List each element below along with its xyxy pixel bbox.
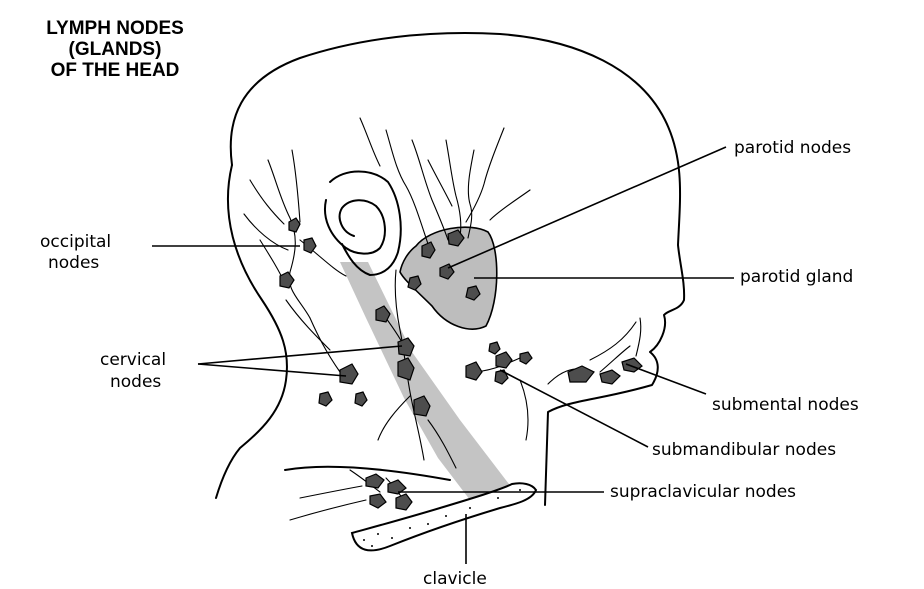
cervical-node bbox=[319, 392, 332, 406]
cervical-node bbox=[398, 338, 414, 356]
supraclavicular-node bbox=[366, 474, 384, 488]
submandibular-node-group bbox=[466, 342, 532, 384]
occipital-node-group bbox=[280, 218, 316, 288]
submandibular-node bbox=[496, 352, 512, 368]
label-cervical-line1: cervical bbox=[100, 350, 166, 370]
supraclavicular-node bbox=[396, 494, 412, 510]
cervical-nodes-leader-lower bbox=[198, 364, 346, 376]
label-occipital-line2: nodes bbox=[48, 253, 99, 273]
label-clavicle: clavicle bbox=[423, 569, 487, 589]
submandibular-node bbox=[466, 362, 482, 380]
occipital-node bbox=[304, 238, 316, 253]
submental-node bbox=[622, 358, 642, 372]
label-occipital-line1: occipital bbox=[40, 232, 111, 252]
submandibular-node bbox=[489, 342, 500, 354]
back-of-neck-outline bbox=[216, 165, 287, 498]
cervical-nodes-leader-upper bbox=[198, 346, 402, 364]
label-parotid-gland: parotid gland bbox=[740, 267, 853, 287]
cervical-node bbox=[340, 364, 358, 384]
occipital-node bbox=[280, 272, 294, 288]
submental-node bbox=[600, 370, 620, 384]
supraclavicular-node bbox=[370, 494, 386, 508]
submandibular-node bbox=[520, 352, 532, 364]
label-cervical-line2: nodes bbox=[110, 372, 161, 392]
label-submandibular-nodes: submandibular nodes bbox=[652, 440, 836, 460]
label-parotid-nodes: parotid nodes bbox=[734, 138, 851, 158]
label-submental-nodes: submental nodes bbox=[712, 395, 859, 415]
submandibular-node bbox=[495, 370, 508, 384]
submental-node bbox=[568, 366, 594, 382]
label-supraclavicular-nodes: supraclavicular nodes bbox=[610, 482, 796, 502]
clavicle-bone bbox=[352, 483, 536, 550]
cervical-node bbox=[355, 392, 367, 406]
submental-node-group bbox=[568, 358, 642, 384]
ear-inner-fold bbox=[325, 200, 385, 254]
